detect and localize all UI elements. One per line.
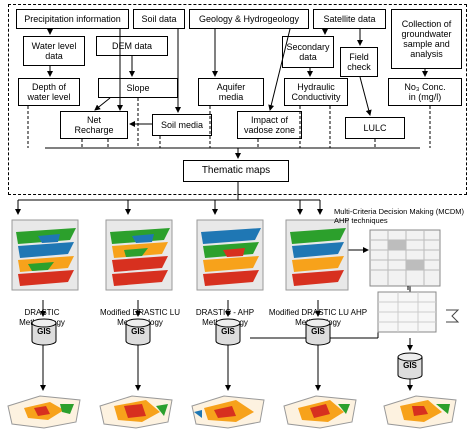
secondary-data-box: Secondary data [282, 36, 334, 68]
gis-label: GIS [311, 327, 325, 336]
thematic-maps-box: Thematic maps [183, 160, 289, 182]
vulnerability-map-5 [383, 395, 457, 429]
layer-stack-4 [285, 219, 349, 291]
gis-cylinder-3: GIS [215, 318, 241, 346]
lulc-box: LULC [345, 117, 405, 139]
depth-water-level-box: Depth of water level [18, 78, 80, 106]
gis-label: GIS [221, 327, 235, 336]
vulnerability-map-1 [7, 395, 81, 429]
no3-conc-box: No₃ Conc. in (mg/l) [388, 78, 462, 106]
gis-label: GIS [403, 361, 417, 370]
layer-stack-3 [196, 219, 264, 291]
gis-label: GIS [131, 327, 145, 336]
gis-label: GIS [37, 327, 51, 336]
vulnerability-map-4 [283, 395, 357, 429]
hydraulic-conductivity-box: Hydraulic Conductivity [284, 78, 348, 106]
ahp-matrix-graphic [369, 229, 460, 333]
vadose-zone-box: Impact of vadose zone [237, 111, 302, 139]
gis-cylinder-5: GIS [397, 352, 423, 380]
net-recharge-box: Net Recharge [60, 111, 128, 139]
groundwater-sample-box: Collection of groundwater sample and ana… [391, 9, 462, 69]
field-check-box: Field check [340, 47, 378, 77]
geology-box: Geology & Hydrogeology [189, 9, 309, 29]
gis-cylinder-2: GIS [125, 318, 151, 346]
soil-data-box: Soil data [133, 9, 185, 29]
water-level-box: Water level data [23, 36, 85, 66]
layer-stack-1 [11, 219, 79, 291]
layer-stack-2 [105, 219, 173, 291]
mcdm-label: Multi-Criteria Decision Making (MCDM) AH… [334, 207, 465, 225]
vulnerability-map-2 [99, 395, 173, 429]
satellite-box: Satellite data [313, 9, 386, 29]
gis-cylinder-4: GIS [305, 318, 331, 346]
precipitation-box: Precipitation information [16, 9, 129, 29]
aquifer-media-box: Aquifer media [198, 78, 264, 106]
dem-data-box: DEM data [96, 36, 168, 56]
gis-cylinder-1: GIS [31, 318, 57, 346]
vulnerability-map-3 [191, 395, 265, 429]
soil-media-box: Soil media [152, 114, 212, 136]
